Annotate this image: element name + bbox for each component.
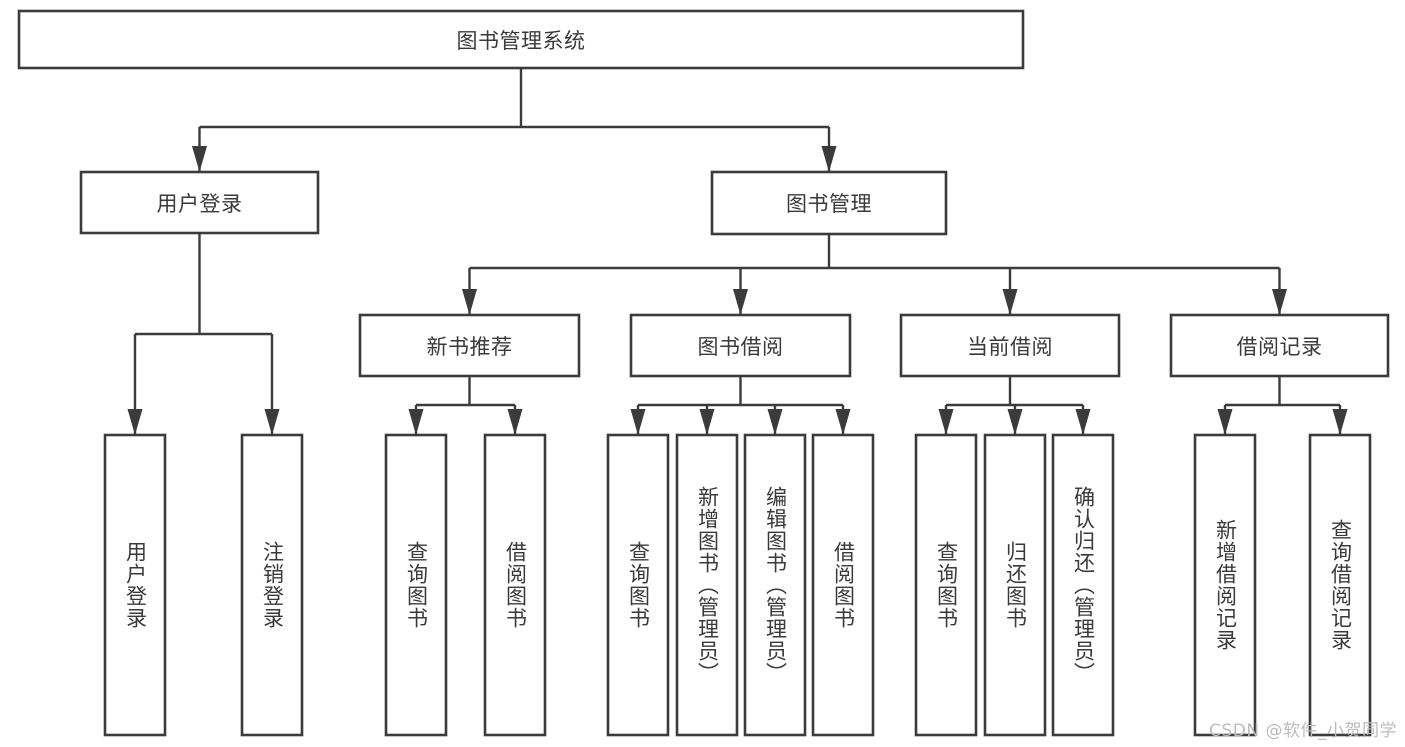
arrow-head-icon [127, 409, 143, 435]
arrow-head-icon [264, 409, 280, 435]
node-box-edit-book-admin [743, 433, 807, 737]
arrow-head-icon [507, 409, 523, 435]
node-box-borrow-book-2 [811, 433, 875, 737]
node-box-book-borrow [629, 313, 852, 378]
node-box-user-login [79, 170, 320, 235]
node-box-user-login-leaf [103, 433, 167, 737]
node-box-current-borrow [899, 313, 1121, 378]
node-box-confirm-return-admin [1051, 433, 1115, 737]
node-box-new-book-recommend [358, 313, 581, 378]
arrow-head-icon [1217, 409, 1233, 435]
arrow-head-icon [1002, 289, 1018, 315]
watermark-text: CSDN @软件_小贺同学 [1209, 721, 1397, 741]
arrow-head-icon [1332, 409, 1348, 435]
node-box-root [17, 9, 1025, 70]
node-box-query-book-2 [606, 433, 670, 737]
node-box-add-book-admin [675, 433, 739, 737]
arrow-head-icon [630, 409, 646, 435]
arrow-head-icon [699, 409, 715, 435]
arrow-head-icon [821, 146, 837, 172]
node-box-return-book [983, 433, 1047, 737]
node-box-book-management [710, 170, 948, 236]
node-box-add-borrow-record [1193, 433, 1257, 737]
arrow-head-icon [408, 409, 424, 435]
node-box-query-book-3 [914, 433, 978, 737]
arrow-head-icon [835, 409, 851, 435]
node-box-user-logout-leaf [240, 433, 304, 737]
node-box-borrow-records [1169, 313, 1390, 378]
arrow-head-icon [192, 146, 207, 172]
arrow-head-icon [1007, 409, 1023, 435]
arrow-head-icon [938, 409, 954, 435]
arrow-head-icon [1272, 289, 1287, 315]
arrow-head-icon [767, 409, 783, 435]
arrow-head-icon [733, 289, 748, 315]
arrow-head-icon [1075, 409, 1091, 435]
node-box-borrow-book-1 [483, 433, 547, 737]
node-box-query-borrow-record [1308, 433, 1372, 737]
arrow-head-icon [462, 289, 477, 315]
node-box-query-book-1 [384, 433, 448, 737]
